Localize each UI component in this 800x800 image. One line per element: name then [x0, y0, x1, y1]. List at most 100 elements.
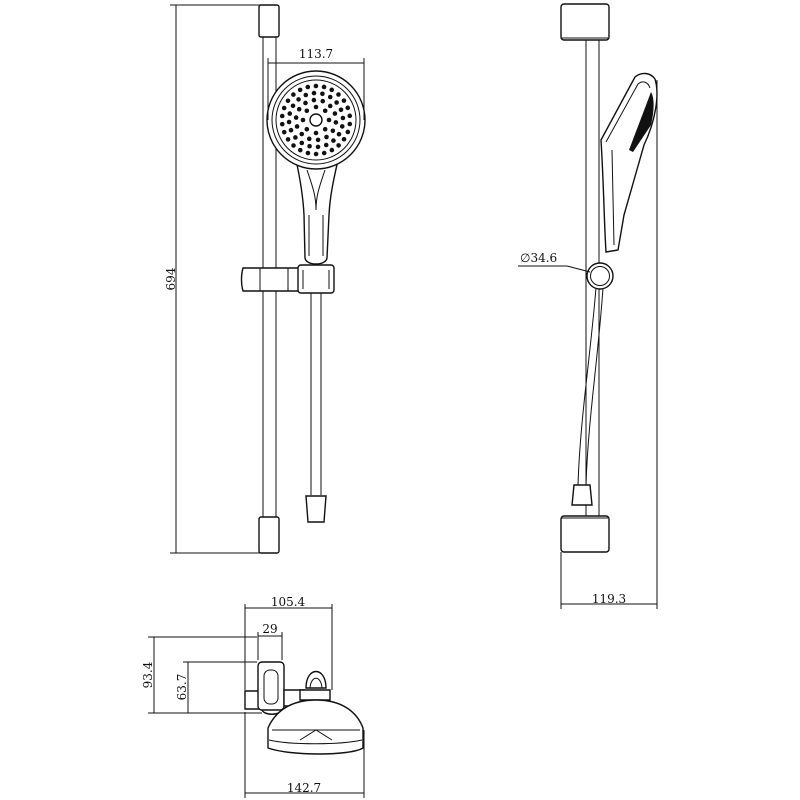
holder-cup — [267, 699, 364, 755]
side-hose — [571, 287, 604, 506]
nozzle-dot — [315, 137, 321, 143]
shower-handle — [295, 159, 339, 265]
side-shower-head — [600, 72, 658, 253]
dim-holder-width: 105.4 — [244, 595, 333, 690]
nozzle-dot — [306, 136, 312, 142]
nozzle-dot — [299, 131, 305, 137]
nozzle-dot — [285, 137, 291, 142]
dim-holder-width-label: 105.4 — [271, 595, 306, 609]
nozzle-dot — [336, 92, 341, 97]
nozzle-dot — [281, 105, 287, 111]
nozzle-dot — [345, 105, 351, 111]
nozzle-dot — [291, 92, 296, 97]
nozzle-dot — [293, 135, 298, 140]
side-bottom-end-cap — [560, 515, 610, 553]
dim-holder-depth-label: 142.7 — [287, 781, 321, 795]
nozzle-dot — [300, 117, 306, 123]
nozzle-dot — [313, 151, 319, 157]
nozzle-dot — [326, 117, 332, 123]
nozzle-dot — [294, 124, 300, 129]
nozzle-dot — [279, 121, 285, 127]
nozzle-dot — [321, 150, 327, 156]
nozzle-dot — [311, 97, 317, 103]
dim-side-depth-label: 119.3 — [592, 592, 626, 606]
nozzle-dot — [329, 87, 335, 93]
nozzle-dot — [332, 111, 338, 116]
nozzle-dot — [285, 98, 291, 104]
front-view: 694 113.7 — [164, 4, 366, 554]
nozzle-dot — [327, 94, 333, 100]
nozzle-dot — [279, 113, 285, 119]
nozzle-dot — [315, 144, 321, 150]
nozzle-dot — [291, 143, 296, 148]
nozzle-dot — [340, 115, 346, 121]
dim-head-width: 113.7 — [267, 47, 365, 120]
nozzle-dot — [336, 143, 341, 148]
hose — [305, 287, 327, 523]
dim-head-width-label: 113.7 — [299, 47, 333, 61]
nozzle-dot — [320, 91, 325, 97]
bottom-end-cap — [258, 516, 280, 554]
dim-holder-total-height-label: 93.4 — [141, 661, 155, 688]
nozzle-dot — [293, 115, 299, 120]
nozzle-dot — [290, 103, 296, 109]
dim-bar-diameter-label: ∅34.6 — [520, 251, 557, 265]
dim-holder-depth: 142.7 — [244, 712, 365, 798]
nozzle-dot — [339, 124, 345, 129]
nozzle-dot — [303, 100, 308, 106]
nozzle-dot — [322, 108, 328, 114]
nozzle-dot — [341, 98, 347, 103]
nozzle-dot — [322, 126, 328, 132]
nozzle-dot — [288, 127, 294, 133]
nozzle-dot — [305, 150, 311, 156]
nozzle-dot — [313, 130, 319, 136]
nozzle-dot — [296, 106, 302, 112]
shower-nozzles — [279, 83, 353, 157]
nozzle-dot — [323, 142, 329, 148]
nozzle-dot — [311, 90, 317, 96]
top-end-cap — [258, 4, 280, 38]
nozzle-dot — [287, 111, 293, 116]
nozzle-dot — [341, 136, 347, 142]
nozzle-dot — [297, 147, 303, 153]
dim-overall-height: 694 — [164, 4, 262, 554]
nozzle-dot — [320, 98, 326, 104]
nozzle-dot — [281, 129, 287, 135]
nozzle-dot — [329, 147, 335, 153]
dim-holder-total-height: 93.4 — [141, 636, 262, 714]
nozzle-dot — [321, 84, 327, 90]
nozzle-dot — [338, 107, 344, 113]
nozzle-dot — [313, 104, 319, 110]
nozzle-dot — [345, 129, 351, 135]
holder-detail-view: 105.4 29 93.4 63.7 142.7 — [141, 595, 365, 798]
nozzle-dot — [347, 121, 353, 127]
nozzle-dot — [307, 143, 312, 149]
dim-holder-inner: 29 — [257, 622, 283, 660]
side-view: ∅34.6 119.3 — [518, 3, 658, 609]
dim-holder-inner-height: 63.7 — [175, 661, 257, 713]
nozzle-dot — [333, 120, 339, 125]
dim-overall-height-label: 694 — [164, 267, 178, 290]
dim-side-depth: 119.3 — [560, 80, 658, 609]
nozzle-dot — [304, 108, 310, 114]
nozzle-dot — [296, 97, 301, 102]
dim-holder-inner-label: 29 — [262, 622, 277, 636]
holder-hook — [305, 670, 327, 689]
nozzle-dot — [303, 92, 309, 98]
nozzle-dot — [330, 128, 336, 134]
side-top-end-cap — [560, 3, 610, 41]
nozzle-dot — [334, 100, 339, 105]
dim-bar-diameter: ∅34.6 — [518, 251, 591, 273]
nozzle-dot — [336, 131, 342, 137]
nozzle-dot — [299, 140, 305, 146]
dim-holder-inner-height-label: 63.7 — [175, 674, 189, 701]
slide-holder — [240, 264, 335, 294]
nozzle-dot — [327, 103, 333, 109]
nozzle-dot — [286, 119, 292, 125]
nozzle-dot — [304, 126, 310, 132]
nozzle-dot — [347, 113, 353, 119]
nozzle-dot — [305, 84, 311, 90]
nozzle-dot — [297, 87, 303, 93]
nozzle-dot — [331, 138, 336, 143]
